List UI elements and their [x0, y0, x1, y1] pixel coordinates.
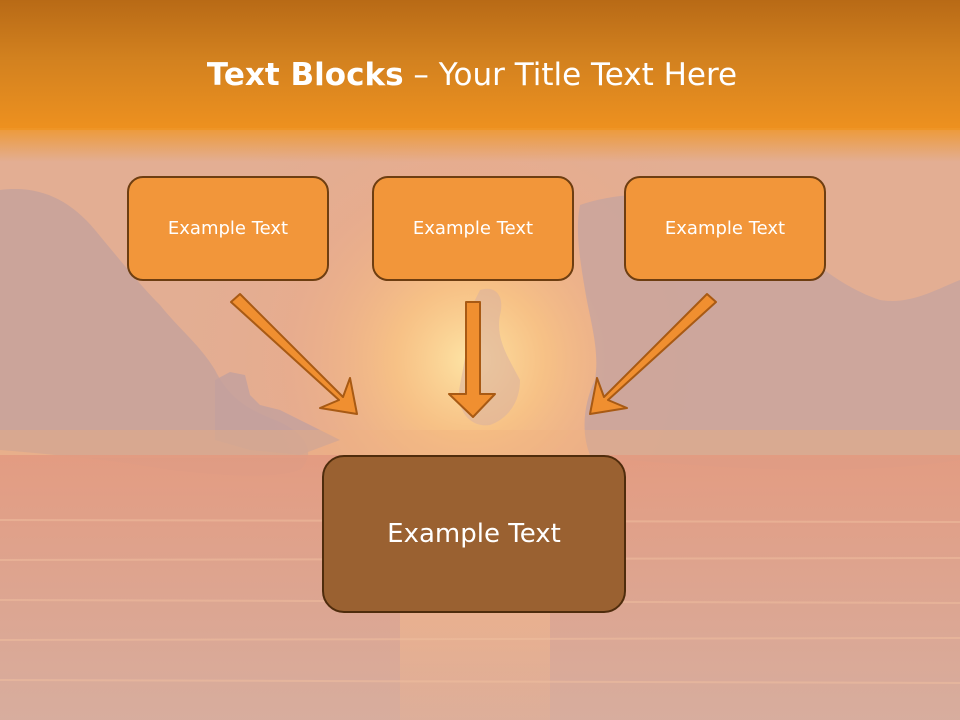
- header-fade: [0, 128, 960, 162]
- text-block-right-label: Example Text: [664, 218, 786, 239]
- title-bold-part: Text Blocks: [206, 57, 404, 93]
- title-rest-part: Your Title Text Here: [438, 57, 738, 93]
- arrow-center-icon: [448, 301, 496, 418]
- header-band: [0, 0, 960, 130]
- arrow-left-icon: [230, 293, 358, 415]
- text-block-left-label: Example Text: [167, 218, 289, 239]
- text-block-bottom-label: Example Text: [387, 519, 561, 549]
- text-block-bottom[interactable]: Example Text: [322, 455, 626, 613]
- text-block-center-label: Example Text: [412, 218, 534, 239]
- slide-title: Text Blocks – Your Title Text Here: [0, 52, 944, 98]
- arrow-right-icon: [589, 293, 717, 415]
- title-dash: –: [403, 57, 439, 93]
- text-block-center[interactable]: Example Text: [372, 176, 574, 281]
- text-block-right[interactable]: Example Text: [624, 176, 826, 281]
- text-block-left[interactable]: Example Text: [127, 176, 329, 281]
